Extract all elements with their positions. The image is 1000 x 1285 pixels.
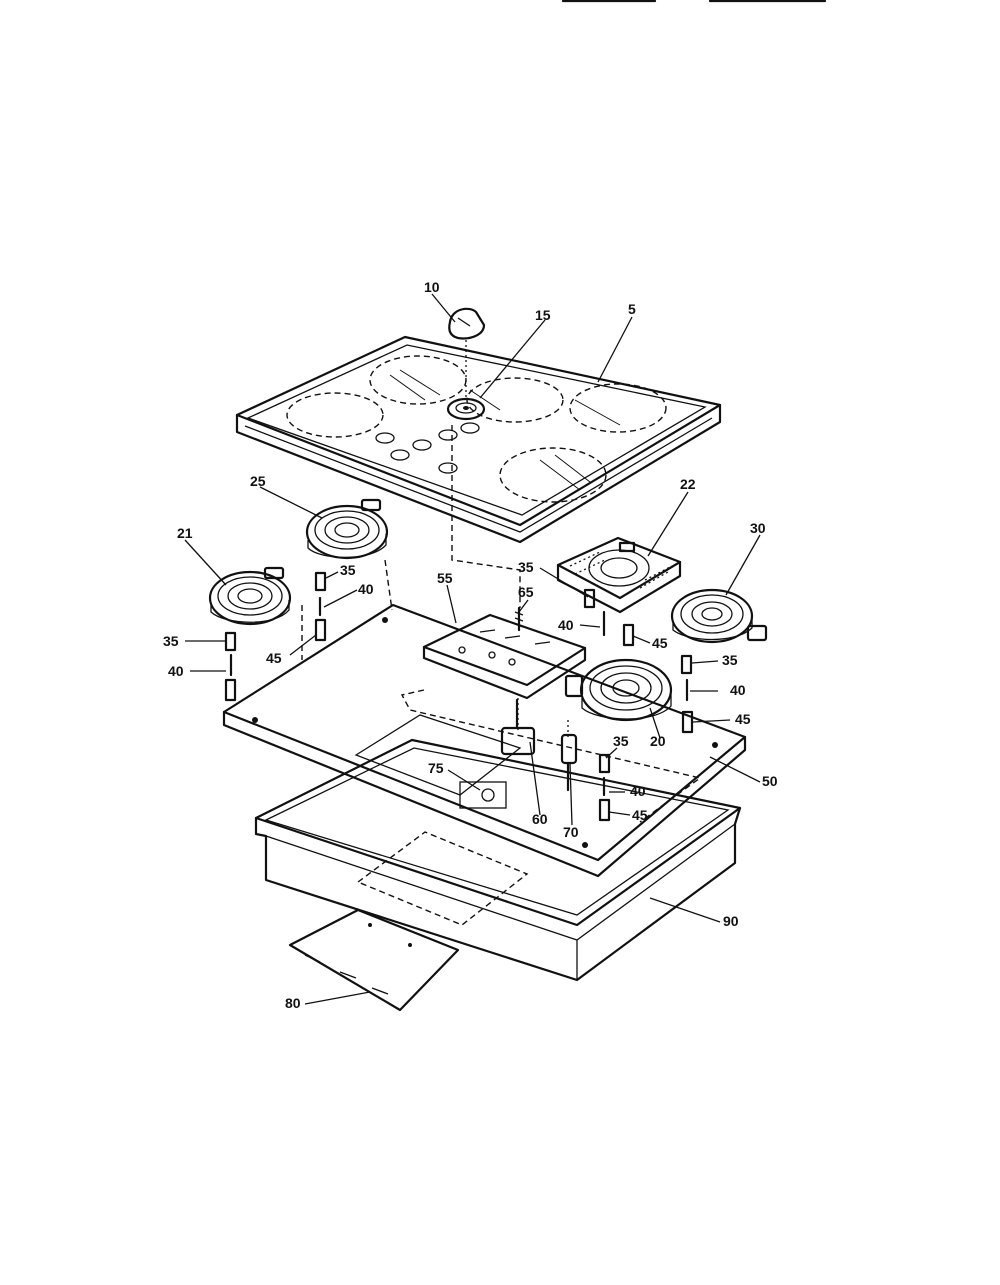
surface-element-25 (305, 498, 389, 560)
fasteners (224, 571, 694, 822)
label-10: 10 (424, 279, 440, 295)
label-22: 22 (680, 476, 696, 492)
label-15: 15 (535, 307, 551, 323)
label-45-c: 45 (735, 711, 751, 727)
glass-cooktop (235, 335, 722, 544)
alignment-guides (301, 425, 702, 823)
label-70: 70 (563, 824, 579, 840)
label-80: 80 (285, 995, 301, 1011)
label-45-a: 45 (266, 650, 282, 666)
knob-bezel (446, 340, 486, 421)
access-cover (288, 908, 460, 1012)
label-25: 25 (250, 473, 266, 489)
label-65: 65 (518, 584, 534, 600)
label-60: 60 (532, 811, 548, 827)
label-21: 21 (177, 525, 193, 541)
label-5: 5 (628, 301, 636, 317)
label-40-e: 40 (630, 783, 646, 799)
label-35-c: 35 (518, 559, 534, 575)
label-45-b: 45 (652, 635, 668, 651)
surface-element-22 (556, 536, 682, 614)
label-40-a: 40 (358, 581, 374, 597)
connector-70 (560, 733, 578, 792)
label-45-d: 45 (632, 807, 648, 823)
part-labels: 5 10 15 25 21 22 30 55 65 35 40 35 40 45… (163, 279, 778, 1011)
label-40-b: 40 (168, 663, 184, 679)
label-35-a: 35 (340, 562, 356, 578)
mounting-plate (222, 603, 747, 878)
terminal-panel (422, 613, 587, 700)
label-55: 55 (437, 570, 453, 586)
label-40-d: 40 (730, 682, 746, 698)
label-35-d: 35 (722, 652, 738, 668)
surface-element-21 (208, 566, 292, 626)
label-35-e: 35 (613, 733, 629, 749)
label-35-b: 35 (163, 633, 179, 649)
label-75: 75 (428, 760, 444, 776)
label-20: 20 (650, 733, 666, 749)
control-knob (448, 307, 486, 340)
leader-lines (184, 293, 761, 1005)
surface-element-30 (670, 588, 768, 644)
label-40-c: 40 (558, 617, 574, 633)
label-50: 50 (762, 773, 778, 789)
label-30: 30 (750, 520, 766, 536)
label-90: 90 (723, 913, 739, 929)
base-pan (254, 714, 742, 982)
